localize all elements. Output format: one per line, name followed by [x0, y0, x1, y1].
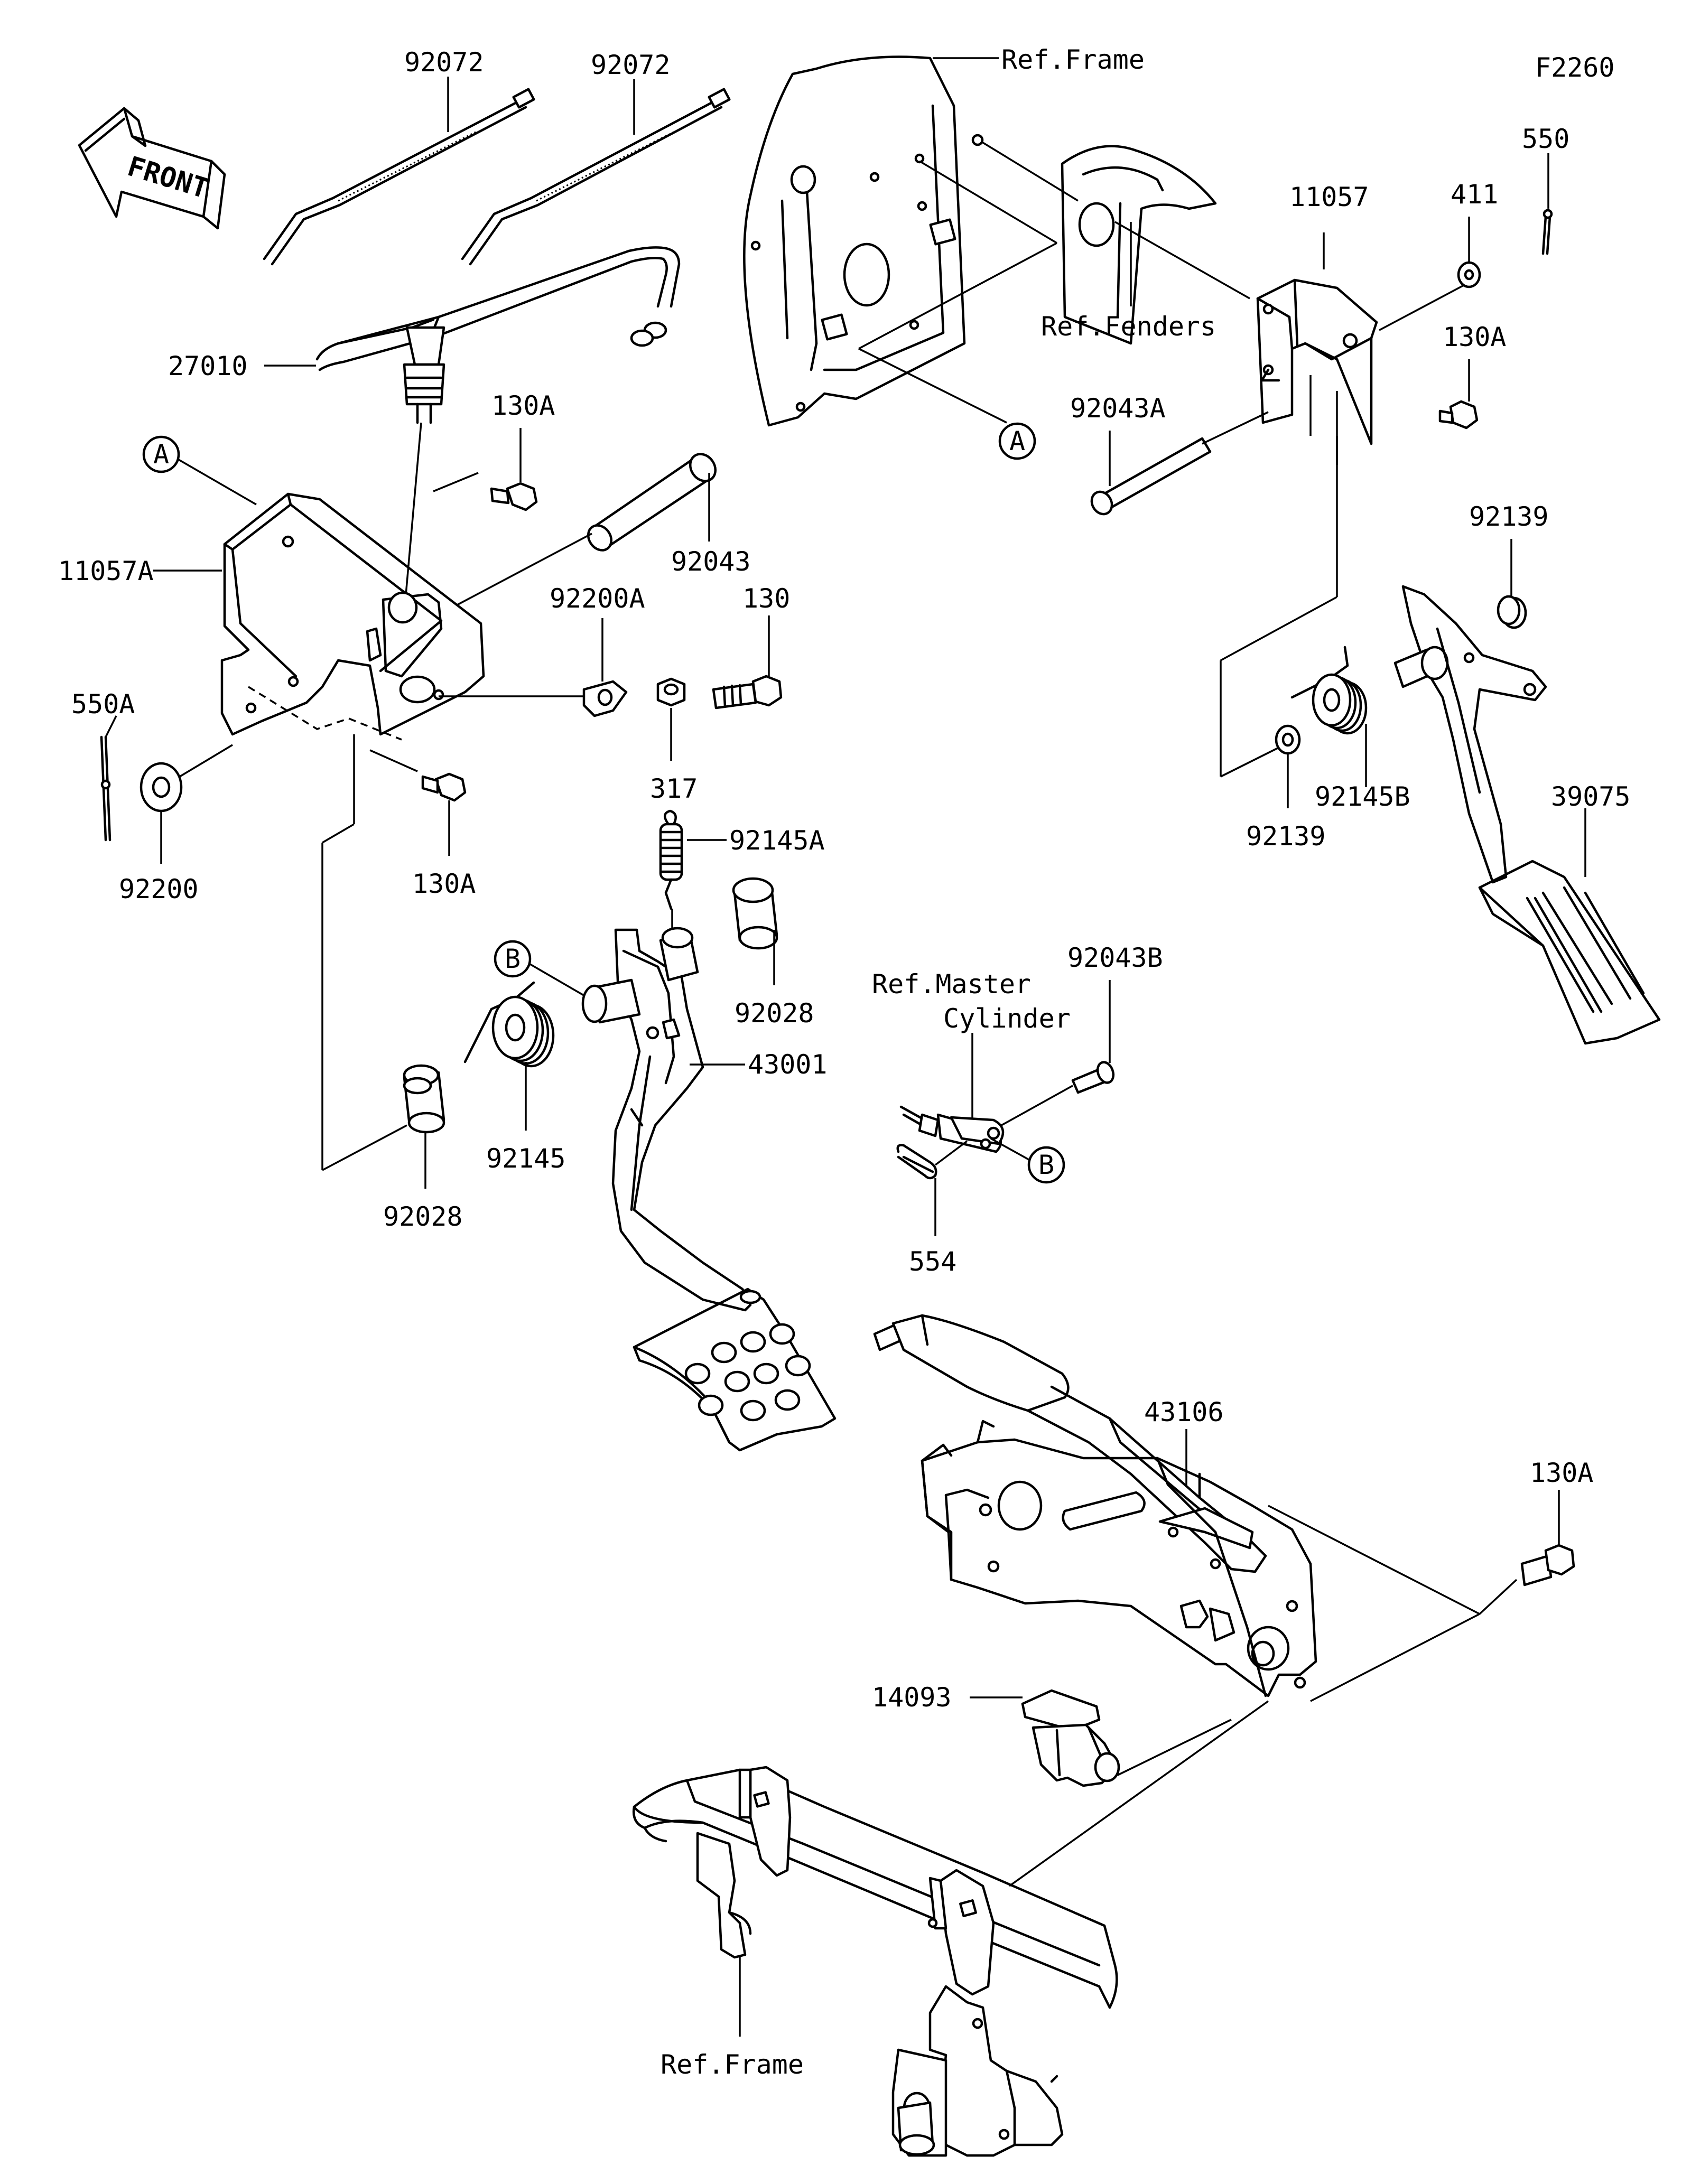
label-92043b: 92043B	[1067, 942, 1163, 973]
label-92139-upper: 92139	[1469, 501, 1549, 532]
pin-92043	[587, 453, 717, 552]
bracket-11057	[1256, 278, 1378, 445]
front-arrow-icon: FRONT	[78, 107, 226, 230]
svg-text:B: B	[505, 944, 521, 974]
nut-317	[656, 677, 686, 707]
fender	[1061, 145, 1217, 345]
bolt-130a-upper-mid	[490, 482, 538, 511]
cable-tie-right	[461, 88, 731, 266]
cable-tie-left	[263, 88, 535, 266]
label-317: 317	[650, 773, 698, 804]
label-92145a: 92145A	[729, 825, 825, 856]
label-ref-fenders: Ref.Fenders	[1041, 311, 1216, 342]
bracket-11057a	[220, 492, 485, 741]
label-130a-lower-right: 130A	[1530, 1458, 1593, 1488]
label-550: 550	[1522, 124, 1569, 154]
label-14093: 14093	[872, 1682, 952, 1713]
pin-550a	[100, 735, 112, 842]
bolt-130a-lower-right	[1520, 1544, 1575, 1586]
label-ref-frame-bottom: Ref.Frame	[661, 2049, 804, 2080]
label-92145b: 92145B	[1315, 781, 1410, 812]
svg-text:B: B	[1038, 1150, 1054, 1180]
label-550a: 550A	[71, 689, 135, 720]
label-130a-lower-left: 130A	[412, 869, 476, 899]
master-cylinder-clevis	[899, 1105, 1005, 1153]
accelerator-pedal-39075	[1393, 585, 1661, 1045]
label-411: 411	[1451, 179, 1498, 210]
switch-14093	[1021, 1689, 1120, 1787]
label-ref-master: Ref.Master	[872, 969, 1031, 1000]
label-92028-lower: 92028	[383, 1201, 463, 1232]
label-11057: 11057	[1289, 182, 1369, 212]
label-130: 130	[742, 583, 790, 614]
label-92072-right: 92072	[591, 50, 671, 80]
label-130a-upper-mid: 130A	[491, 390, 555, 421]
label-92028-upper: 92028	[735, 998, 814, 1029]
label-27010: 27010	[168, 351, 248, 381]
collar-92139-upper	[1497, 595, 1527, 629]
pin-92043a	[1090, 437, 1212, 516]
pin-550	[1541, 209, 1553, 255]
pin-92043b	[1071, 1061, 1115, 1094]
bolt-130a-lower-left	[421, 772, 467, 802]
callout-b-right: B	[1027, 1146, 1065, 1184]
collar-92028-upper	[732, 877, 778, 950]
label-43001: 43001	[748, 1049, 828, 1080]
label-92200: 92200	[119, 874, 199, 904]
label-92145: 92145	[486, 1143, 566, 1174]
pipe-27010	[315, 246, 681, 424]
label-92043a: 92043A	[1070, 393, 1166, 424]
washer-92200	[140, 762, 183, 813]
svg-text:A: A	[153, 439, 169, 470]
callout-b-left: B	[494, 940, 532, 978]
frame-plate	[743, 55, 984, 427]
label-92139-lower: 92139	[1246, 821, 1326, 852]
brake-pedal-43001	[581, 927, 837, 1452]
collar-92028-lower	[403, 1064, 445, 1134]
label-92200a: 92200A	[550, 583, 645, 614]
washer-92139-lower	[1275, 724, 1301, 755]
bolt-130a-top-right	[1438, 400, 1479, 430]
label-554: 554	[909, 1246, 956, 1277]
washer-92200a	[582, 680, 628, 717]
figure-code: F2260	[1535, 52, 1615, 83]
bolt-130	[712, 675, 783, 710]
label-11057a: 11057A	[58, 556, 154, 586]
label-ref-cylinder: Cylinder	[943, 1003, 1071, 1034]
callout-a-left: A	[142, 435, 180, 473]
callout-a-top: A	[998, 422, 1036, 460]
frame-crossmember	[632, 1766, 1118, 2157]
parking-lever-43106	[873, 1314, 1317, 1697]
label-ref-frame-top: Ref.Frame	[1001, 44, 1145, 75]
svg-text:A: A	[1009, 426, 1025, 456]
spring-92145b	[1290, 646, 1368, 735]
washer-411	[1457, 261, 1481, 288]
spring-92145	[463, 981, 555, 1068]
label-92072-left: 92072	[404, 47, 484, 78]
label-43106: 43106	[1144, 1397, 1224, 1427]
label-92043: 92043	[671, 546, 751, 577]
cotter-pin-554	[896, 1144, 937, 1180]
label-130a-top-right: 130A	[1443, 322, 1506, 352]
label-39075: 39075	[1551, 781, 1631, 812]
spring-92145a	[659, 809, 683, 910]
